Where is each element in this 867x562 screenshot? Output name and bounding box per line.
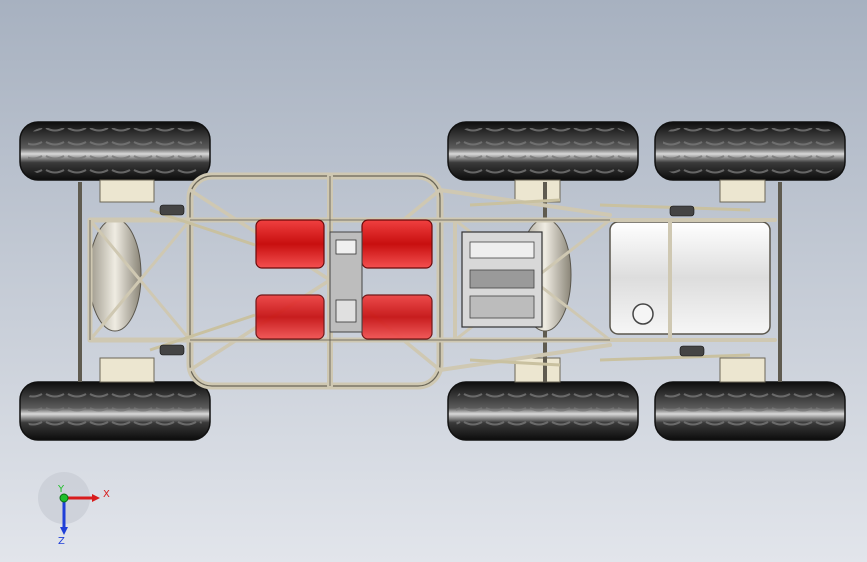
wheel-rear-left[interactable] [19,381,211,441]
shock-absorbers [159,204,705,357]
axle-plates [99,179,766,383]
wheel-front-left[interactable] [19,121,211,181]
engine-block [461,231,543,328]
seat-left [255,219,325,340]
wheel-rear-right[interactable] [654,381,846,441]
y-axis-label: Y [57,484,65,495]
z-axis-arrowhead [60,527,68,535]
coordinate-triad[interactable]: X Y Z [38,472,110,547]
wheel-front-middle[interactable] [447,121,639,181]
wheel-rear-middle[interactable] [447,381,639,441]
seat-right [361,219,433,340]
wheel-front-right[interactable] [654,121,846,181]
fuel-tank [609,221,771,335]
fuel-cap [632,303,654,325]
x-axis-arrowhead [92,494,100,502]
differential-front [88,218,142,332]
x-axis-label: X [103,489,110,500]
z-axis-label: Z [58,536,65,547]
center-console [329,231,363,333]
y-axis-dot [59,493,69,503]
